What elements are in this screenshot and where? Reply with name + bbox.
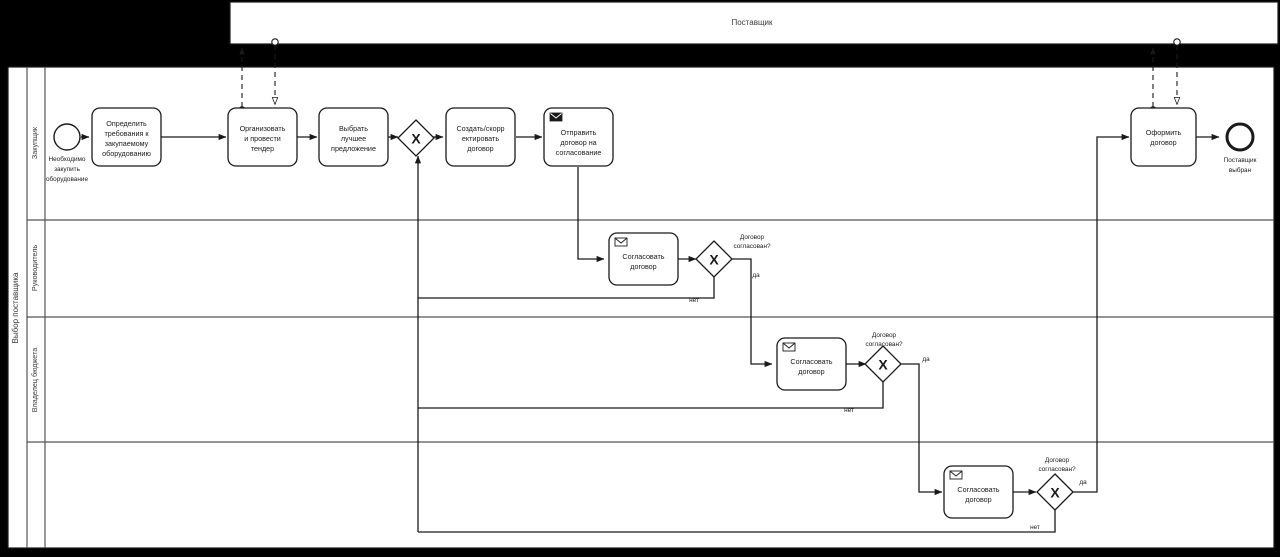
task-organize-tender-line1: Организовать — [240, 124, 286, 133]
task-organize-tender-line3: тендер — [251, 144, 274, 153]
flow-label-yes-manager: да — [752, 272, 760, 279]
task-approve-budget[interactable]: Согласовать договор — [776, 337, 847, 391]
task-send-contract-line3: согласование — [556, 148, 602, 157]
task-organize-tender[interactable]: Организовать и провести тендер — [227, 107, 298, 167]
task-define-requirements-box[interactable] — [91, 107, 162, 167]
gateway-approved-manager[interactable]: X Договор согласован? да нет — [689, 234, 771, 304]
task-approve-manager[interactable]: Согласовать договор — [608, 232, 679, 286]
message-flow-start-marker-4 — [1173, 38, 1181, 46]
pool-supplier-label: Поставщик — [731, 18, 773, 27]
gateway-approved-budget-q2: согласован? — [865, 341, 903, 348]
gateway-approved-manager-q2: согласован? — [733, 243, 771, 250]
task-define-requirements-line4: оборудованию — [102, 149, 151, 158]
lane-label-buyer: Закупщик — [30, 126, 39, 159]
exclusive-gateway-x-icon: X — [709, 252, 719, 268]
gateway-approved-manager-q1: Договор — [740, 234, 765, 241]
task-approve-manager-line2: договор — [630, 262, 656, 271]
task-create-contract-line2: ектировать — [462, 134, 499, 143]
task-choose-best-offer-line3: предложение — [331, 144, 376, 153]
task-choose-best-offer-box[interactable] — [318, 107, 389, 167]
task-formalize-contract-line1: Оформить — [1146, 128, 1182, 137]
pool-main-label: Выбор поставщика — [11, 272, 20, 344]
task-send-contract[interactable]: Отправить договор на согласование — [543, 107, 614, 167]
pool-supplier-body — [229, 1, 1279, 45]
task-create-contract[interactable]: Создать/скорр ектировать договор — [445, 107, 516, 167]
task-formalize-contract[interactable]: Оформить договор — [1130, 107, 1197, 167]
task-create-contract-box[interactable] — [445, 107, 516, 167]
task-create-contract-line3: договор — [467, 144, 493, 153]
gateway-approved-budget-q1: Договор — [872, 332, 897, 339]
flow-label-no-extra: нет — [1030, 524, 1040, 531]
envelope-icon — [949, 470, 963, 480]
pool-main-body — [7, 66, 1275, 549]
flow-yes-extra-to-formalize — [1073, 133, 1130, 493]
task-send-contract-line1: Отправить — [561, 128, 597, 137]
flow-no-budget-to-merge — [418, 382, 884, 409]
gateway-approved-extra-shape[interactable] — [1036, 473, 1074, 511]
task-define-requirements[interactable]: Определить требования к закупаемому обор… — [91, 107, 162, 167]
exclusive-gateway-x-icon: X — [411, 131, 421, 147]
task-choose-best-offer-line2: лучшее — [341, 134, 366, 143]
task-define-requirements-line2: требования к — [104, 129, 149, 138]
task-approve-budget-line2: договор — [798, 367, 824, 376]
lane-label-budget: Владелец бюджета — [30, 348, 39, 413]
task-approve-extra[interactable]: Согласовать договор — [943, 465, 1014, 519]
pool-supplier: Поставщик — [229, 1, 1279, 45]
flow-label-yes-budget: да — [922, 356, 930, 363]
task-define-requirements-line1: Определить — [106, 119, 147, 128]
flow-label-no-budget: нет — [844, 407, 854, 414]
pool-main: Выбор поставщика Закупщик Руководитель В… — [7, 66, 1275, 549]
envelope-icon — [782, 342, 796, 352]
gateway-merge-contract-shape[interactable] — [397, 119, 435, 157]
task-create-contract-line1: Создать/скорр — [456, 124, 504, 133]
start-event-need-equipment[interactable]: Необходимо закупить оборудование — [46, 123, 88, 183]
flow-yes-manager-to-budget — [731, 258, 773, 368]
task-choose-best-offer-line1: Выбрать — [339, 124, 368, 133]
flow-yes-budget-to-extra — [901, 363, 943, 496]
envelope-icon — [549, 112, 563, 122]
task-approve-budget-line1: Согласовать — [790, 357, 832, 366]
start-event-label-line1: Необходимо — [49, 155, 86, 163]
task-organize-tender-box[interactable] — [227, 107, 298, 167]
end-event-label-line2: выбран — [1229, 166, 1252, 174]
start-event-label-line3: оборудование — [46, 175, 88, 183]
task-organize-tender-line2: и провести — [244, 134, 281, 143]
envelope-icon — [614, 237, 628, 247]
exclusive-gateway-x-icon: X — [1050, 485, 1060, 501]
flow-no-extra-to-merge — [418, 510, 1056, 533]
gateway-merge-contract[interactable]: X — [397, 119, 435, 157]
task-approve-extra-line2: договор — [965, 495, 991, 504]
start-event-label-line2: закупить — [54, 166, 81, 173]
end-event-supplier-selected[interactable]: Поставщик выбран — [1224, 122, 1257, 174]
task-formalize-contract-box[interactable] — [1130, 107, 1197, 167]
flow-send-to-approve-manager — [577, 167, 605, 263]
flow-label-yes-extra: да — [1079, 479, 1087, 486]
gateway-approved-manager-shape[interactable] — [695, 240, 733, 278]
exclusive-gateway-x-icon: X — [878, 357, 888, 373]
gateway-approved-extra-q2: согласован? — [1038, 466, 1076, 473]
task-define-requirements-line3: закупаемому — [105, 139, 149, 148]
gateway-approved-extra-q1: Договор — [1045, 457, 1070, 464]
end-event-circle[interactable] — [1225, 122, 1255, 152]
task-approve-extra-line1: Согласовать — [957, 485, 999, 494]
gateway-approved-budget[interactable]: X Договор согласован? да нет — [844, 332, 930, 414]
task-approve-manager-line1: Согласовать — [622, 252, 664, 261]
end-event-label-line1: Поставщик — [1224, 157, 1257, 164]
lane-label-manager: Руководитель — [30, 245, 39, 292]
start-event-circle[interactable] — [53, 123, 81, 151]
flow-no-manager-to-merge — [414, 155, 715, 299]
gateway-approved-budget-shape[interactable] — [864, 345, 902, 383]
task-choose-best-offer[interactable]: Выбрать лучшее предложение — [318, 107, 389, 167]
message-flow-start-marker-2 — [271, 38, 279, 46]
task-send-contract-line2: договор на — [560, 138, 596, 147]
task-formalize-contract-line2: договор — [1150, 138, 1176, 147]
flow-label-no-manager: нет — [689, 297, 699, 304]
task-send-contract-box[interactable] — [543, 107, 614, 167]
gateway-approved-extra[interactable]: X Договор согласован? да нет — [1030, 457, 1087, 531]
